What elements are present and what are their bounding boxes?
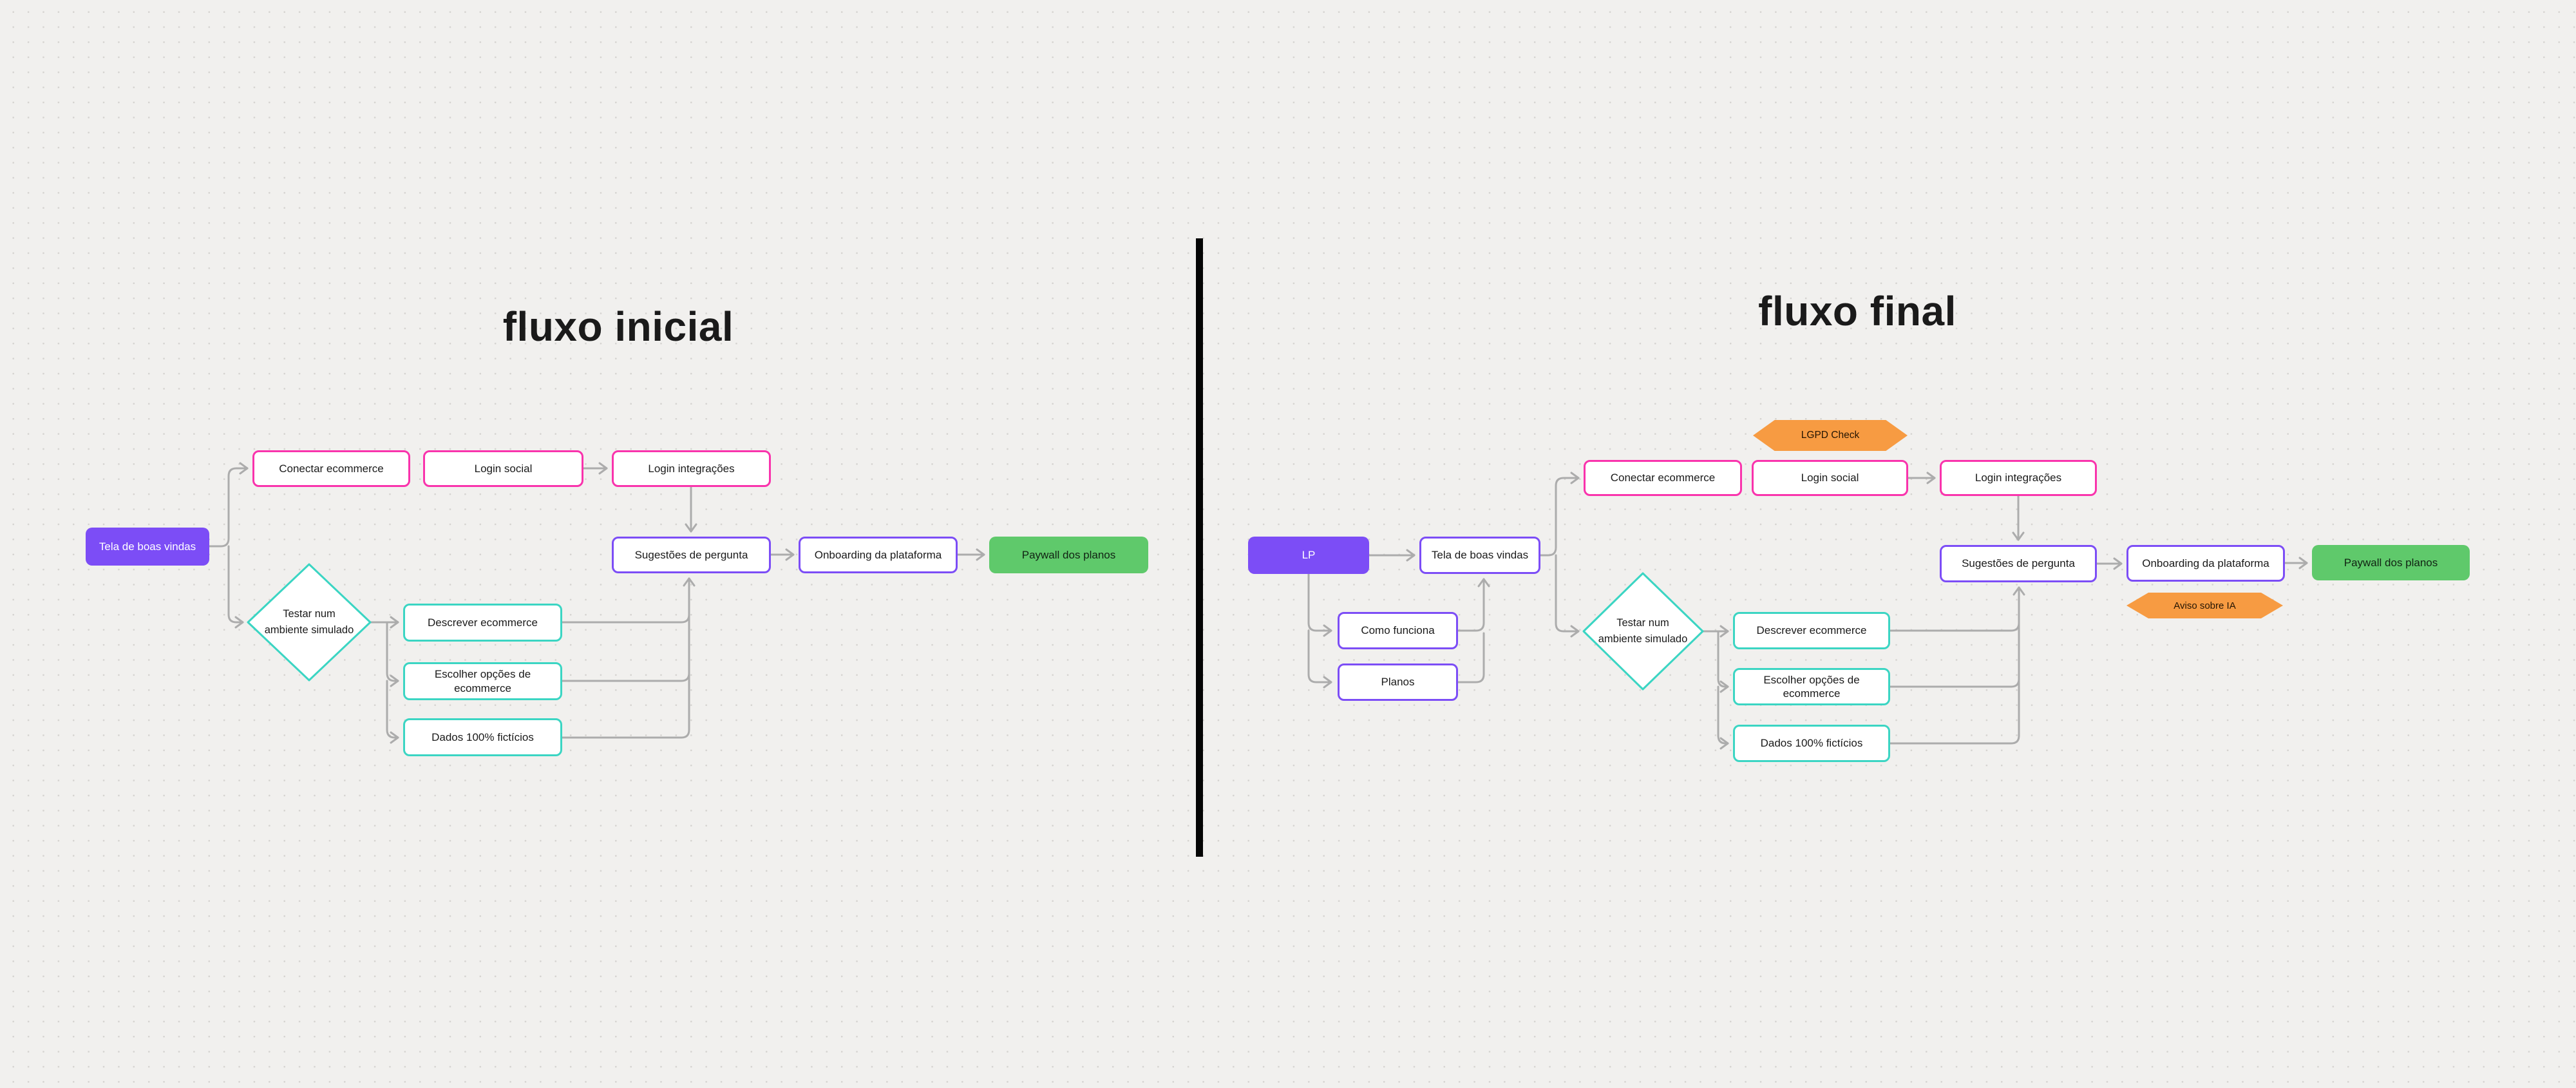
node-login-integrations-final[interactable]: Login integrações — [1940, 460, 2097, 496]
node-connect-ecommerce-final[interactable]: Conectar ecommerce — [1584, 460, 1742, 496]
node-login-social-initial[interactable]: Login social — [423, 450, 583, 487]
node-describe-ecommerce-final[interactable]: Descrever ecommerce — [1733, 612, 1890, 649]
node-fictitious-data-initial[interactable]: Dados 100% fictícios — [403, 718, 562, 756]
flow-title-initial: fluxo inicial — [502, 303, 734, 350]
node-plans-final[interactable]: Planos — [1338, 663, 1458, 701]
node-lp-final[interactable]: LP — [1248, 537, 1369, 574]
node-platform-onboarding-initial[interactable]: Onboarding da plataforma — [799, 537, 958, 573]
section-divider — [1196, 238, 1203, 857]
node-question-suggestions-initial[interactable]: Sugestões de pergunta — [612, 537, 771, 573]
node-plans-paywall-initial[interactable]: Paywall dos planos — [989, 537, 1148, 573]
connectors-final — [1307, 472, 2308, 750]
node-platform-onboarding-final[interactable]: Onboarding da plataforma — [2126, 545, 2285, 582]
annotation-ai-notice[interactable]: Aviso sobre IA — [2126, 593, 2283, 618]
decision-diamond-initial[interactable] — [247, 563, 372, 682]
node-fictitious-data-final[interactable]: Dados 100% fictícios — [1733, 725, 1890, 762]
node-question-suggestions-final[interactable]: Sugestões de pergunta — [1940, 545, 2097, 582]
node-describe-ecommerce-initial[interactable]: Descrever ecommerce — [403, 604, 562, 642]
node-choose-ecommerce-options-initial[interactable]: Escolher opções de ecommerce — [403, 662, 562, 700]
connectors-initial — [208, 462, 985, 744]
decision-diamond-final[interactable] — [1582, 572, 1704, 691]
node-plans-paywall-final[interactable]: Paywall dos planos — [2312, 545, 2470, 580]
decision-label-initial: Testar num ambiente simulado — [264, 608, 354, 636]
node-welcome-initial[interactable]: Tela de boas vindas — [86, 528, 209, 566]
node-connect-ecommerce-initial[interactable]: Conectar ecommerce — [252, 450, 410, 487]
node-login-integrations-initial[interactable]: Login integrações — [612, 450, 771, 487]
flow-title-final: fluxo final — [1758, 288, 1956, 334]
annotation-lgpd-check[interactable]: LGPD Check — [1753, 420, 1908, 451]
node-how-it-works-final[interactable]: Como funciona — [1338, 612, 1458, 649]
node-choose-ecommerce-options-final[interactable]: Escolher opções de ecommerce — [1733, 668, 1890, 705]
decision-label-final: Testar num ambiente simulado — [1598, 617, 1688, 645]
node-login-social-final[interactable]: Login social — [1752, 460, 1908, 496]
node-welcome-final[interactable]: Tela de boas vindas — [1419, 537, 1540, 574]
